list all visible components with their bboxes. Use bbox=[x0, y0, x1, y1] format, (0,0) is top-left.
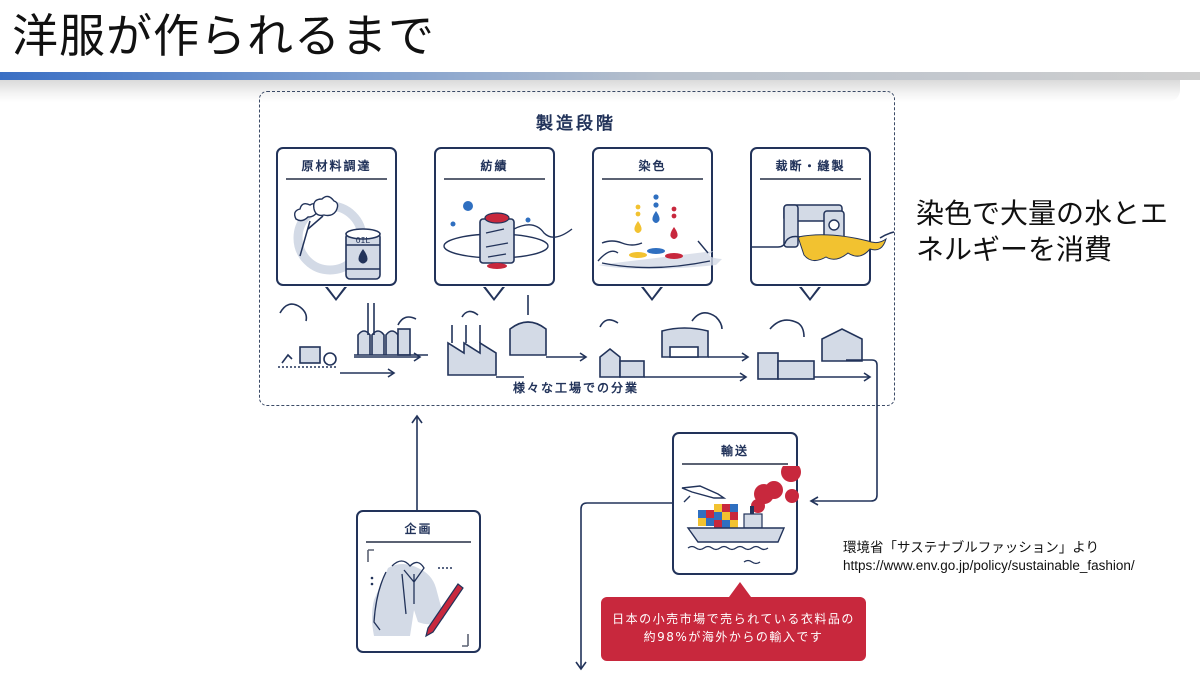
transport-card: 輸送 bbox=[672, 432, 801, 575]
divider bbox=[444, 178, 545, 180]
import-note-line2: 約98%が海外からの輸入です bbox=[643, 630, 824, 644]
factories-illustration bbox=[278, 295, 872, 382]
title-underline-bar bbox=[0, 72, 1200, 80]
divider bbox=[286, 178, 387, 180]
cloud-icon bbox=[691, 312, 723, 330]
manufacturing-stage-title: 製造段階 bbox=[536, 114, 616, 134]
cloud-icon bbox=[599, 319, 619, 328]
import-note-line1: 日本の小売市場で売られている衣料品の bbox=[612, 612, 855, 626]
source-title: 環境省「サステナブルファッション」より bbox=[843, 540, 1099, 555]
divider bbox=[682, 463, 788, 465]
cotton-and-oil-barrel-icon: OIL bbox=[293, 195, 381, 280]
cloud-icon bbox=[769, 319, 805, 338]
stage-card-spinning: 紡績 bbox=[434, 147, 573, 286]
cloud-icon bbox=[397, 316, 417, 326]
divider bbox=[602, 178, 703, 180]
divider bbox=[760, 178, 861, 180]
arrow-manufacturing-to-transport bbox=[811, 359, 878, 502]
arrow-transport-to-market bbox=[580, 502, 672, 669]
import-ratio-note: 日本の小売市場で売られている衣料品の 約98%が海外からの輸入です bbox=[601, 582, 866, 661]
dye-drops-icon bbox=[597, 194, 722, 269]
planning-card: 企画 bbox=[356, 510, 481, 653]
hoodie-design-pencil-icon bbox=[367, 549, 469, 647]
airplane-icon bbox=[681, 485, 727, 503]
dyeing-callout: 染色で大量の水とエ ネルギーを消費 bbox=[916, 196, 1168, 268]
stage-card-raw-materials: 原材料調達 OIL bbox=[276, 147, 397, 286]
stage-label: 紡績 bbox=[480, 159, 509, 173]
divider bbox=[366, 541, 471, 543]
stage-label: 染色 bbox=[638, 159, 667, 173]
barrel-oil-text: OIL bbox=[356, 236, 371, 245]
containers bbox=[698, 504, 738, 528]
transport-label: 輸送 bbox=[720, 444, 749, 458]
planning-label: 企画 bbox=[404, 522, 433, 536]
stage-label: 裁断・縫製 bbox=[775, 159, 846, 173]
sewing-machine-icon bbox=[752, 204, 887, 261]
cargo-ship-airplane-icon bbox=[681, 466, 801, 565]
stage-card-cutting-sewing: 裁断・縫製 bbox=[750, 147, 887, 286]
cloud-icon bbox=[279, 303, 308, 322]
source-citation: 環境省「サステナブルファッション」より https://www.env.go.j… bbox=[843, 539, 1135, 575]
callout-line1: 染色で大量の水とエ bbox=[916, 197, 1169, 230]
source-url-link[interactable]: https://www.env.go.jp/policy/sustainable… bbox=[843, 558, 1135, 573]
stage-label: 原材料調達 bbox=[301, 159, 372, 173]
stage-card-dyeing: 染色 bbox=[592, 147, 722, 286]
callout-line2: ネルギーを消費 bbox=[916, 233, 1113, 266]
factories-caption: 様々な工場での分業 bbox=[512, 381, 639, 395]
manufacturing-stage-frame bbox=[259, 91, 895, 406]
slide-title: 洋服が作られるまで bbox=[12, 9, 435, 63]
cloud-icon bbox=[461, 310, 479, 318]
spinning-bobbin-icon bbox=[443, 201, 573, 269]
